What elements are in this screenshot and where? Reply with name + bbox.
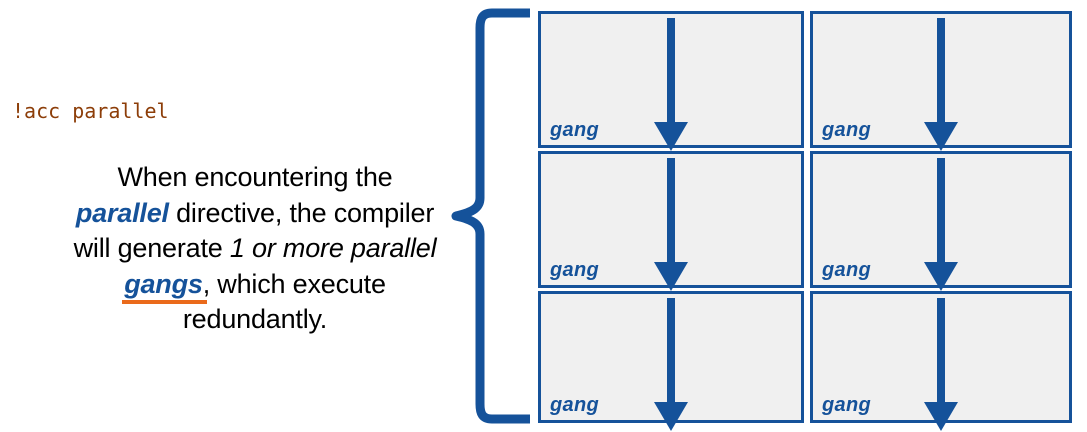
gang-label: gang xyxy=(550,259,599,281)
gang-label: gang xyxy=(822,394,871,416)
gang-cell[interactable]: gang xyxy=(538,291,804,431)
gang-label: gang xyxy=(550,394,599,416)
keyword-parallel: parallel xyxy=(75,197,169,228)
gang-cell[interactable]: gang xyxy=(810,11,1072,151)
paragraph-text-segment-2: directive, the compiler will generate xyxy=(73,197,435,264)
left-curly-brace xyxy=(450,6,532,426)
gang-cell[interactable]: gang xyxy=(810,291,1072,431)
down-arrow-icon xyxy=(654,298,688,431)
italic-phrase-one-or-more-parallel: 1 or more parallel xyxy=(229,233,437,263)
down-arrow-icon xyxy=(924,298,958,431)
gang-label: gang xyxy=(550,119,599,141)
gang-label: gang xyxy=(822,259,871,281)
down-arrow-icon xyxy=(924,158,958,291)
paragraph-text-segment-1: When encountering the xyxy=(117,162,393,192)
down-arrow-icon xyxy=(654,158,688,291)
explanation-paragraph: When encountering the parallel directive… xyxy=(70,160,440,338)
paragraph-text-segment-3: , which execute redundantly. xyxy=(182,268,386,335)
gang-cell[interactable]: gang xyxy=(810,151,1072,291)
down-arrow-icon xyxy=(654,18,688,151)
code-directive-line: !acc parallel xyxy=(12,99,169,123)
left-curly-brace-icon xyxy=(451,8,530,424)
keyword-gangs: gangs xyxy=(122,267,207,304)
gang-cell[interactable]: gang xyxy=(538,11,804,151)
gang-grid: gang gang gang gang gang xyxy=(538,11,1072,431)
gang-label: gang xyxy=(822,119,871,141)
down-arrow-icon xyxy=(924,18,958,151)
gang-cell[interactable]: gang xyxy=(538,151,804,291)
